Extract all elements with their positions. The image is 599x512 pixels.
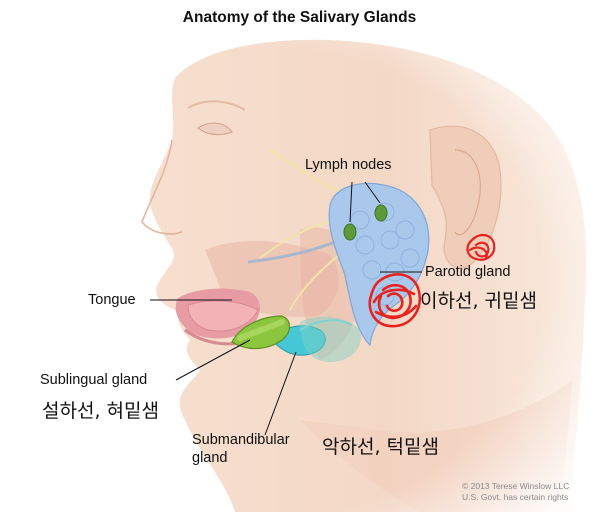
copyright-line-1: © 2013 Terese Winslow LLC [462,481,570,491]
korean-note-submandibular: 악하선, 턱밑샘 [322,436,439,458]
copyright-line-2: U.S. Govt. has certain rights [462,492,569,502]
label-sublingual-gland: Sublingual gland [40,372,148,388]
korean-note-parotid: 이하선, 귀밑샘 [420,290,537,312]
label-lymph-nodes: Lymph nodes [305,157,392,173]
label-tongue: Tongue [88,292,136,308]
label-submandibular-gland-line1: Submandibular [192,432,290,448]
label-submandibular-gland-line2: gland [192,450,228,466]
label-parotid-gland: Parotid gland [425,264,511,280]
diagram-title: Anatomy of the Salivary Glands [182,9,417,26]
korean-note-sublingual: 설하선, 혀밑샘 [42,400,159,422]
